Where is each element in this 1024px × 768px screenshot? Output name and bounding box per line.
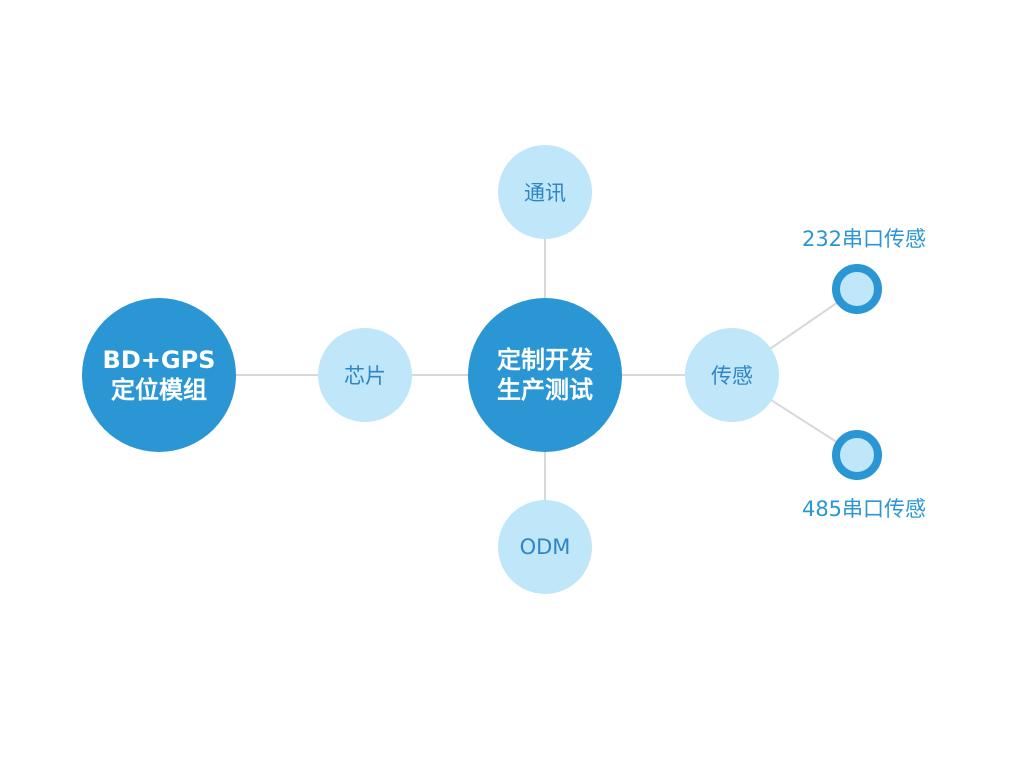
node-custom-dev-production-test: 定制开发 生产测试	[468, 298, 622, 452]
node-center-line1: 定制开发	[497, 346, 593, 374]
node-communication: 通讯	[498, 145, 592, 239]
node-odm-label: ODM	[519, 535, 571, 559]
node-center-line2: 生产测试	[497, 376, 593, 404]
node-chip: 芯片	[318, 328, 412, 422]
node-odm: ODM	[498, 500, 592, 594]
node-bd-gps-module: BD+GPS 定位模组	[82, 298, 236, 452]
node-bd-gps-module-line2: 定位模组	[111, 376, 207, 404]
rs232-sensor-label: 232串口传感	[801, 227, 927, 251]
node-chip-label: 芯片	[344, 364, 386, 388]
rs485-sensor-label: 485串口传感	[801, 497, 927, 521]
node-sensor-label: 传感	[711, 364, 753, 388]
node-rs232-dot	[832, 264, 882, 314]
node-rs485-dot	[832, 430, 882, 480]
node-sensor: 传感	[685, 328, 779, 422]
node-bd-gps-module-line1: BD+GPS	[102, 346, 216, 374]
node-communication-label: 通讯	[524, 181, 566, 205]
